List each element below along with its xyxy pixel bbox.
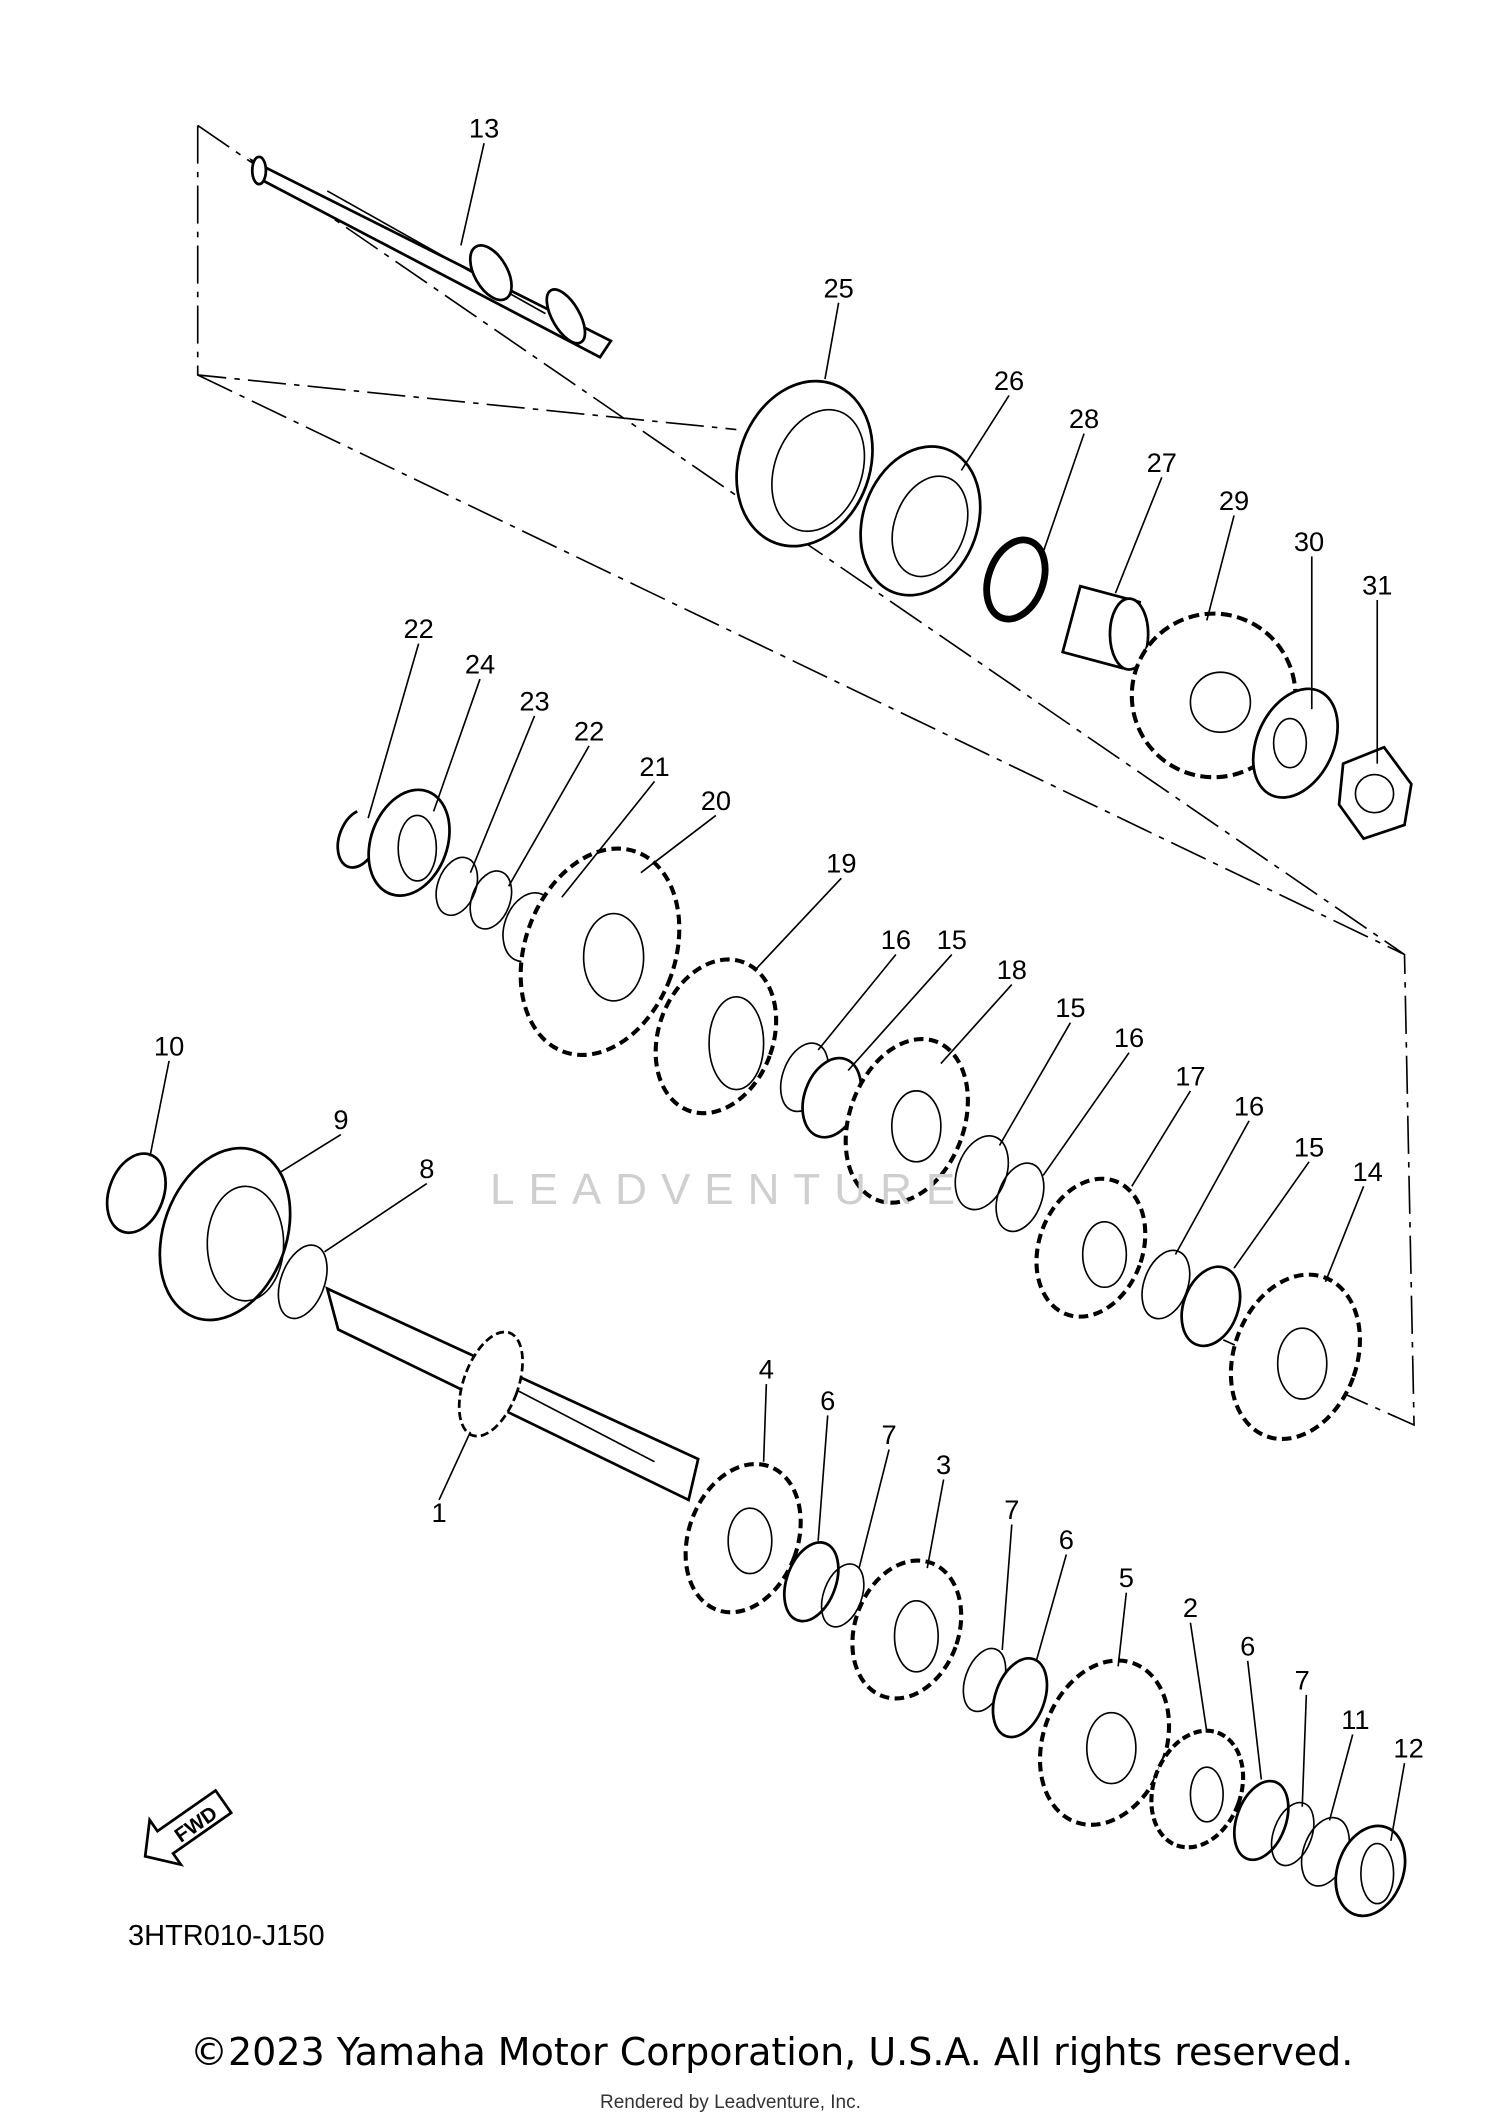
o-ring-28 xyxy=(983,536,1049,623)
part-label[interactable]: 6 xyxy=(820,1385,835,1416)
circlip-7c xyxy=(1270,1801,1315,1867)
part-label[interactable]: 23 xyxy=(519,685,549,716)
main-axle xyxy=(249,155,613,360)
collar-27 xyxy=(1061,584,1150,671)
part-label[interactable]: 11 xyxy=(1341,1704,1369,1735)
part-label[interactable]: 25 xyxy=(823,272,853,303)
lock-washer-30 xyxy=(1251,687,1340,799)
washer-6 xyxy=(783,1541,840,1623)
nut-31 xyxy=(1337,745,1413,841)
part-label[interactable]: 7 xyxy=(1004,1494,1019,1525)
gear-14 xyxy=(1228,1272,1362,1441)
washer-15b xyxy=(954,1135,1010,1211)
part-label[interactable]: 18 xyxy=(997,954,1027,985)
part-label[interactable]: 16 xyxy=(881,924,911,955)
part-label[interactable]: 15 xyxy=(1294,1131,1324,1162)
part-label[interactable]: 24 xyxy=(465,649,495,680)
part-label[interactable]: 16 xyxy=(1114,1022,1144,1053)
part-label[interactable]: 6 xyxy=(1059,1524,1074,1555)
part-label[interactable]: 19 xyxy=(826,848,856,879)
part-label[interactable]: 9 xyxy=(333,1104,348,1135)
part-label[interactable]: 8 xyxy=(419,1153,434,1184)
bearing-26 xyxy=(859,445,982,597)
gear-18 xyxy=(843,1037,970,1205)
gear-17 xyxy=(1034,1176,1148,1319)
gear-4 xyxy=(683,1461,803,1615)
circlip-22b xyxy=(469,870,513,930)
part-label[interactable]: 10 xyxy=(154,1030,184,1061)
part-label[interactable]: 29 xyxy=(1219,485,1249,516)
leader-lines xyxy=(149,142,1406,1842)
part-label[interactable]: 21 xyxy=(639,751,669,782)
main-shaft-1 xyxy=(325,1286,700,1502)
part-label[interactable]: 22 xyxy=(403,613,433,644)
part-label[interactable]: 1 xyxy=(431,1497,446,1528)
part-label[interactable]: 30 xyxy=(1294,526,1324,557)
part-label[interactable]: 22 xyxy=(574,715,604,746)
part-label[interactable]: 17 xyxy=(1175,1060,1205,1091)
part-label[interactable]: 7 xyxy=(1295,1665,1310,1696)
washer-23 xyxy=(435,856,479,917)
washer-15c xyxy=(1180,1265,1242,1348)
gear-20 xyxy=(518,846,682,1058)
part-label[interactable]: 15 xyxy=(937,924,967,955)
washer-6b xyxy=(991,1656,1049,1739)
diagram-code: 3HTR010-J150 xyxy=(128,1920,325,1952)
part-label[interactable]: 6 xyxy=(1240,1630,1255,1661)
gear-3 xyxy=(850,1558,964,1701)
part-label[interactable]: 31 xyxy=(1362,570,1392,601)
bearing-24 xyxy=(367,788,451,897)
part-label[interactable]: 4 xyxy=(759,1354,774,1385)
part-label[interactable]: 7 xyxy=(881,1419,896,1450)
part-label[interactable]: 12 xyxy=(1393,1733,1423,1764)
watermark: LEADVENTURE xyxy=(490,1165,970,1214)
part-label[interactable]: 28 xyxy=(1069,403,1099,434)
part-number-labels: 13 25 26 28 27 29 30 31 22 24 23 22 21 2… xyxy=(154,113,1424,1764)
gear-2 xyxy=(1149,1728,1246,1850)
copyright-text: ©2023 Yamaha Motor Corporation, U.S.A. A… xyxy=(190,2030,1354,2074)
gear-19 xyxy=(653,957,779,1116)
washer-6c xyxy=(1232,1779,1290,1862)
part-label[interactable]: 27 xyxy=(1147,447,1177,478)
bearing-25 xyxy=(735,379,874,548)
bearing-12 xyxy=(1334,1824,1407,1918)
part-label[interactable]: 3 xyxy=(936,1449,951,1480)
circlip-22 xyxy=(336,810,370,869)
part-label[interactable]: 13 xyxy=(469,113,499,144)
part-label[interactable]: 5 xyxy=(1119,1562,1134,1593)
circlip-8 xyxy=(277,1244,328,1320)
circlip-16b xyxy=(995,1162,1045,1233)
rendered-by-text: Rendered by Leadventure, Inc. xyxy=(600,2092,861,2113)
fwd-arrow-icon: FWD xyxy=(143,1788,234,1867)
part-label[interactable]: 15 xyxy=(1055,992,1085,1023)
part-label[interactable]: 26 xyxy=(994,365,1024,396)
part-label[interactable]: 20 xyxy=(701,785,731,816)
part-label[interactable]: 14 xyxy=(1353,1156,1383,1187)
bearing-9 xyxy=(158,1146,292,1322)
part-label[interactable]: 16 xyxy=(1234,1090,1264,1121)
part-label[interactable]: 2 xyxy=(1183,1592,1198,1623)
